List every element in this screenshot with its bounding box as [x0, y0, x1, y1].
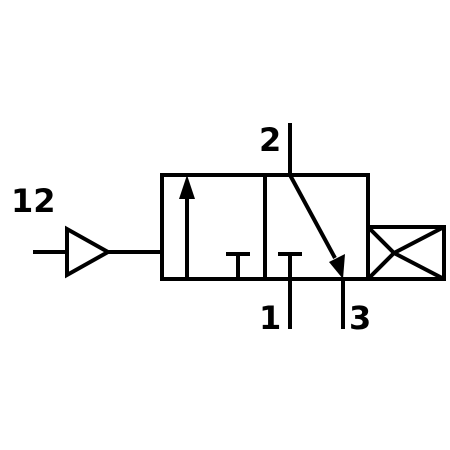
spring-zigzag-2: [393, 225, 445, 255]
port-label-outlet: 2: [259, 121, 281, 159]
left-arrow-head: [179, 175, 195, 199]
spring-zigzag: [366, 225, 397, 281]
diagonal-arrow-shaft: [288, 174, 337, 259]
diagonal-arrow-head: [329, 254, 345, 279]
port-label-exhaust: 3: [349, 299, 371, 337]
port-label-inlet: 1: [259, 299, 281, 337]
port-label-pilot: 12: [11, 182, 56, 220]
pilot-actuator: [33, 225, 162, 279]
left-position-flow-arrow: [179, 175, 250, 279]
pilot-triangle: [65, 225, 113, 279]
spring-zigzag-3: [393, 251, 445, 281]
right-position-flow: [278, 174, 345, 279]
spring-return: [366, 225, 446, 281]
spring-box: [366, 225, 446, 281]
port-lines: [288, 123, 345, 329]
